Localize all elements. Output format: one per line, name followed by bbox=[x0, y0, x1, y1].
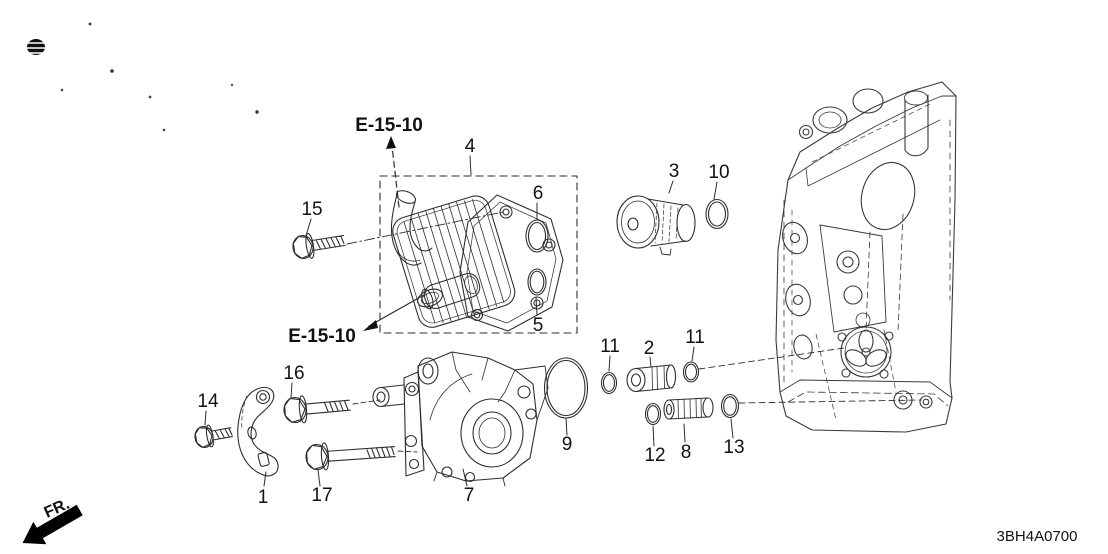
ref-label-top: E-15-10 bbox=[355, 115, 423, 136]
cooler-pipe bbox=[390, 190, 433, 266]
water-pump bbox=[372, 351, 549, 487]
part-label-13: 13 bbox=[723, 437, 744, 458]
bracket-1 bbox=[237, 386, 279, 477]
part-label-14: 14 bbox=[197, 391, 219, 412]
ref-arrow-bottom bbox=[363, 294, 425, 331]
engine-block bbox=[775, 81, 957, 433]
part-label-4: 4 bbox=[465, 136, 476, 157]
joint-pipe-2 bbox=[626, 364, 677, 393]
part-label-12: 12 bbox=[644, 445, 665, 466]
detail-box-part4 bbox=[379, 175, 578, 334]
part-label-17: 17 bbox=[311, 485, 332, 506]
part-leader-lines bbox=[204, 155, 734, 487]
o-ring-11a bbox=[600, 371, 618, 395]
o-ring-6 bbox=[525, 219, 549, 253]
scan-speck-blob bbox=[24, 22, 259, 132]
bolt16-centerline bbox=[352, 399, 381, 405]
flange-bolt-holes bbox=[470, 205, 556, 322]
part-label-7: 7 bbox=[464, 485, 475, 506]
part-label-6: 6 bbox=[533, 183, 544, 204]
part-label-1: 1 bbox=[258, 487, 269, 508]
o-ring-12 bbox=[644, 402, 662, 426]
part-label-3: 3 bbox=[669, 161, 680, 182]
part-label-11b: 11 bbox=[685, 327, 705, 348]
filter-part3 bbox=[616, 195, 696, 256]
o-ring-11b bbox=[682, 361, 700, 383]
part-label-15: 15 bbox=[301, 199, 322, 220]
ref-arrow-top bbox=[386, 136, 400, 208]
ref-label-bottom: E-15-10 bbox=[288, 326, 356, 347]
bolt-14 bbox=[194, 424, 233, 449]
leader-13-engine bbox=[738, 399, 922, 404]
bolt-16 bbox=[283, 395, 351, 424]
joint-pipe-8 bbox=[663, 397, 714, 420]
diagram-code: 3BH4A0700 bbox=[997, 528, 1078, 545]
o-ring-5 bbox=[527, 268, 547, 296]
leader-11b-engine bbox=[698, 347, 845, 370]
part-label-8: 8 bbox=[681, 442, 692, 463]
part-label-16: 16 bbox=[283, 363, 304, 384]
o-ring-10 bbox=[705, 198, 729, 230]
part-label-10: 10 bbox=[708, 162, 729, 183]
bolt-15 bbox=[292, 232, 346, 260]
part-label-9: 9 bbox=[562, 434, 573, 455]
cooler-outlet bbox=[421, 272, 481, 310]
bolt-17 bbox=[305, 442, 396, 471]
fr-direction-arrow: FR. bbox=[22, 496, 83, 545]
bolt17-centerline bbox=[397, 450, 418, 453]
cooler-fin-stack bbox=[392, 195, 516, 328]
bolt15-centerline bbox=[346, 211, 504, 245]
o-ring-9 bbox=[543, 357, 589, 419]
o-ring-13 bbox=[720, 393, 740, 419]
part-label-2: 2 bbox=[644, 338, 655, 359]
part-label-5: 5 bbox=[533, 315, 544, 336]
part-label-11a: 11 bbox=[600, 336, 620, 357]
